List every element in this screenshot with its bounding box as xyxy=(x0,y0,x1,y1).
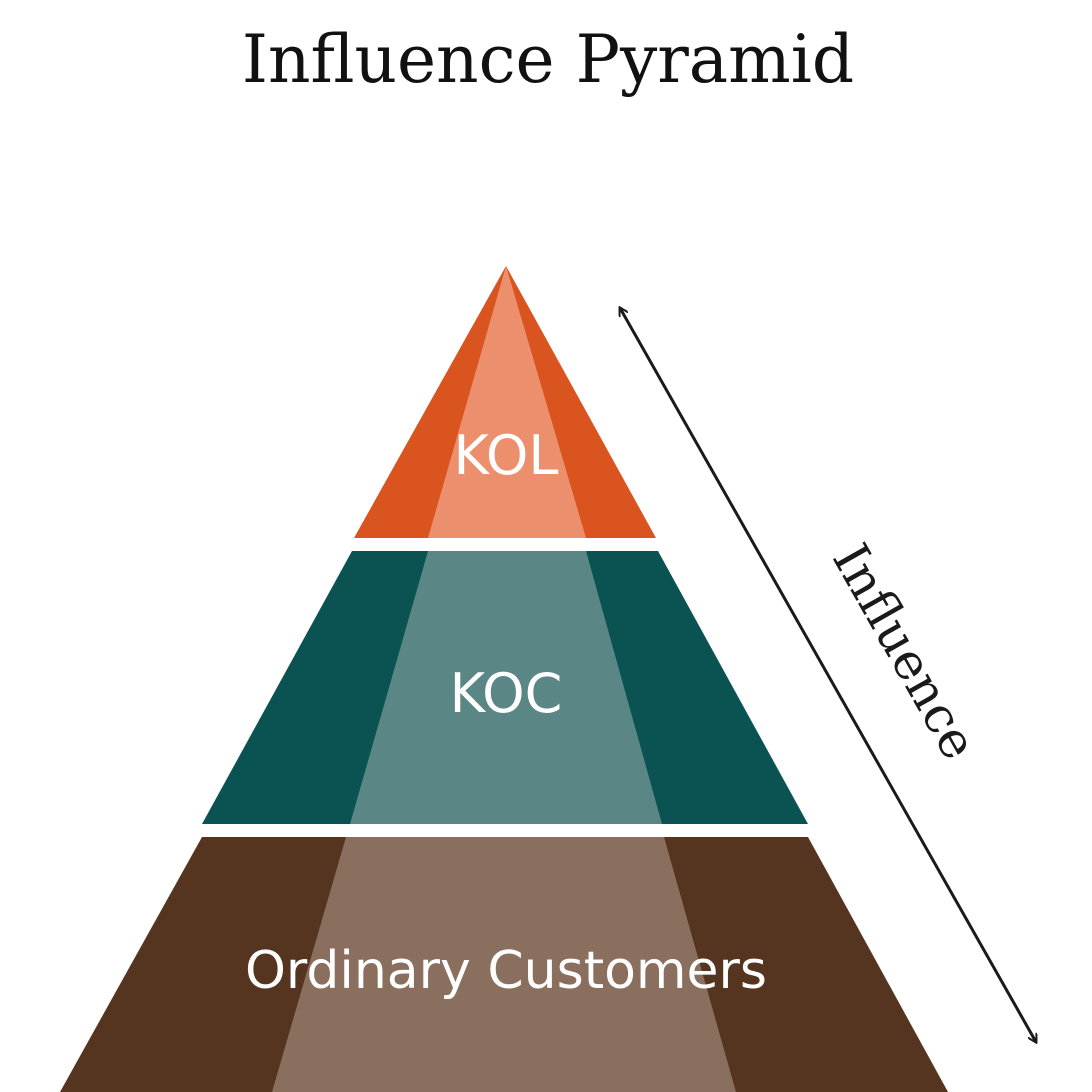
tier-koc-label: KOC xyxy=(450,662,563,725)
tier-koc: KOC xyxy=(202,551,808,824)
tier-ordinary-customers: Ordinary Customers xyxy=(60,837,948,1092)
diagram-title: Influence Pyramid xyxy=(242,21,854,98)
tier-kol-label: KOL xyxy=(453,424,558,487)
tier-kol-highlight xyxy=(428,266,586,538)
influence-arrow xyxy=(620,308,1036,1042)
tier-ordinary-customers-label: Ordinary Customers xyxy=(245,941,767,1001)
tier-kol: KOL xyxy=(354,266,656,538)
influence-arrow-label: Influence xyxy=(821,534,988,769)
tier-koc-highlight xyxy=(350,551,662,824)
